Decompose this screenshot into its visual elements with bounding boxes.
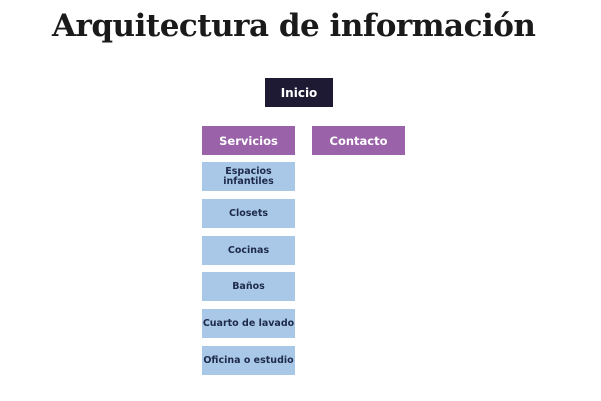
page-title: Arquitectura de información — [52, 8, 536, 44]
node-inicio: Inicio — [265, 78, 333, 107]
node-contacto: Contacto — [312, 126, 405, 155]
node-cocinas: Cocinas — [202, 236, 295, 265]
node-servicios: Servicios — [202, 126, 295, 155]
node-oficina-o-estudio: Oficina o estudio — [202, 346, 295, 375]
node-espacios-infantiles: Espacios infantiles — [202, 162, 295, 191]
node-closets: Closets — [202, 199, 295, 228]
node-cuarto-de-lavado: Cuarto de lavado — [202, 309, 295, 338]
node-banos: Baños — [202, 272, 295, 301]
